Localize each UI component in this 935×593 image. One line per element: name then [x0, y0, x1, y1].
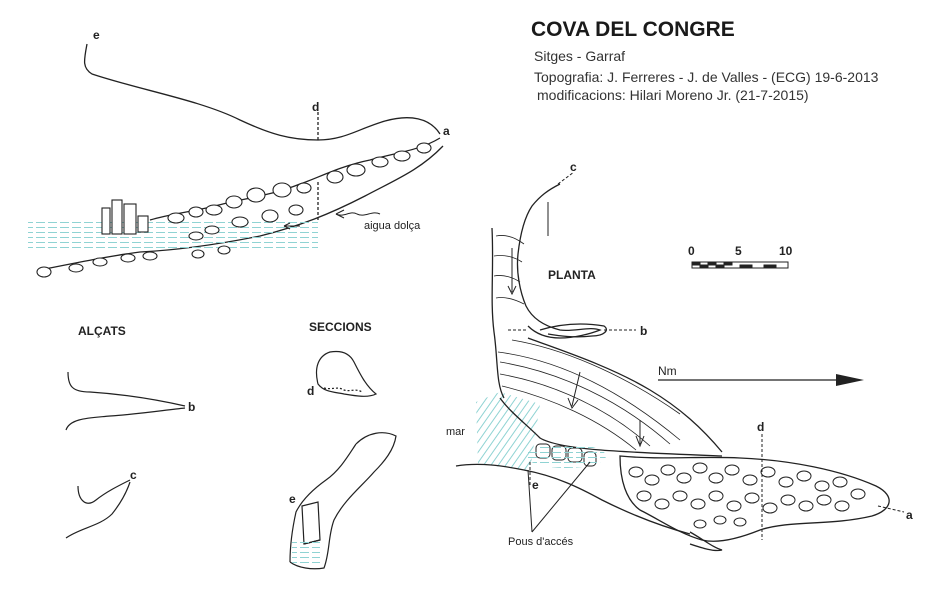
point-b-plan: b [640, 324, 648, 338]
point-a-plan: a [906, 508, 913, 522]
plan-survey-marks [508, 171, 905, 540]
profile-water [28, 218, 318, 252]
scale-tick-5: 5 [735, 244, 742, 258]
point-d-section: d [307, 384, 315, 398]
plan-heading: PLANTA [548, 268, 596, 282]
elevation-c [65, 479, 131, 539]
modifications-credit: modificacions: Hilari Moreno Jr. (21-7-2… [537, 87, 809, 103]
scale-tick-0: 0 [688, 244, 695, 258]
access-shaft-pointers [527, 461, 591, 533]
elevation-b [65, 371, 186, 431]
plan-entrance-water [526, 444, 606, 468]
fresh-water-label: aigua dolça [364, 220, 421, 232]
north-label: Nm [658, 364, 677, 378]
plan-outline [455, 183, 890, 552]
map-title: COVA DEL CONGRE [531, 18, 735, 41]
profile-ceiling-line [83, 43, 441, 141]
north-arrow [658, 374, 864, 386]
point-d-profile: d [312, 100, 320, 114]
point-b-elevation: b [188, 400, 196, 414]
scale-bar [691, 261, 789, 269]
elevations-heading: ALÇATS [78, 324, 126, 338]
map-location: Sitges - Garraf [534, 48, 626, 64]
fresh-water-arrow [283, 209, 381, 230]
plan-sea-water [476, 392, 540, 470]
access-shafts-label: Pous d'accés [508, 536, 574, 548]
topography-credit: Topografia: J. Ferreres - J. de Valles -… [534, 69, 879, 85]
point-c-elevation: c [130, 468, 137, 482]
sea-label: mar [446, 426, 465, 438]
cross-section-d [315, 350, 378, 397]
point-e-profile: e [93, 28, 100, 42]
point-d-plan: d [757, 420, 765, 434]
cross-sections-heading: SECCIONS [309, 320, 372, 334]
profile-boulders [36, 142, 432, 278]
point-a-profile: a [443, 124, 450, 138]
plan-contours [493, 235, 681, 451]
point-e-section: e [289, 492, 296, 506]
point-c-plan: c [570, 160, 577, 174]
point-e-plan: e [532, 478, 539, 492]
cross-section-e-water [292, 540, 320, 566]
scale-tick-10: 10 [779, 244, 793, 258]
plan-arrows [507, 202, 645, 448]
